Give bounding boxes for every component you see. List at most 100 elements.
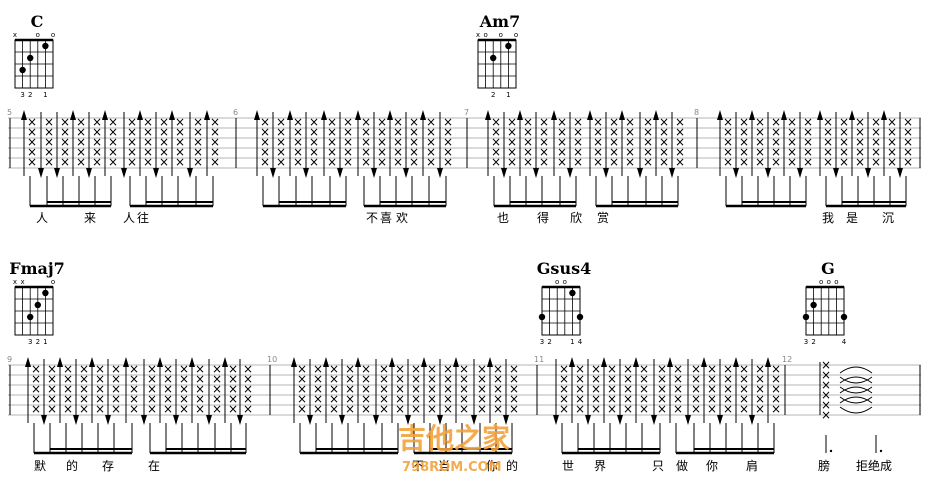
arrow-head-up (321, 110, 327, 120)
dead-note-mark: × (293, 135, 303, 149)
dead-note-mark: × (739, 372, 749, 386)
dead-note-mark: × (823, 115, 833, 129)
arrow-head-down (865, 168, 871, 178)
dead-note-mark: × (491, 155, 501, 169)
finger-number: 2 (28, 91, 32, 99)
dead-note-mark: × (63, 392, 73, 406)
dead-note-mark: × (507, 115, 517, 129)
dead-note-mark: × (411, 382, 421, 396)
dead-note-mark: × (523, 155, 533, 169)
lyric-word: 欢 (396, 210, 408, 225)
finger-number: 1 (506, 91, 510, 99)
arrow-head-down (585, 415, 591, 425)
dead-note-mark: × (673, 372, 683, 386)
dead-note-mark: × (643, 135, 653, 149)
dead-note-mark: × (691, 372, 701, 386)
dead-note-mark: × (393, 115, 403, 129)
dead-note-mark: × (228, 362, 238, 376)
dead-note-mark: × (803, 125, 813, 139)
dead-note-mark: × (345, 392, 355, 406)
dead-note-mark: × (673, 402, 683, 416)
dead-note-mark: × (625, 145, 635, 159)
dead-note-mark: × (409, 135, 419, 149)
dead-note-mark: × (591, 402, 601, 416)
dead-note-mark: × (276, 145, 286, 159)
arrow-head-up (287, 110, 293, 120)
dead-note-mark: × (393, 145, 403, 159)
dead-note-mark: × (887, 115, 897, 129)
dot (879, 449, 883, 453)
arrow-head-down (797, 168, 803, 178)
dead-note-mark: × (739, 402, 749, 416)
dead-note-mark: × (243, 372, 253, 386)
dead-note-mark: × (195, 402, 205, 416)
dead-note-mark: × (739, 382, 749, 396)
arrow-head-down (617, 415, 623, 425)
dead-note-mark: × (643, 125, 653, 139)
arrow-head-up (421, 357, 427, 367)
dead-note-mark: × (293, 145, 303, 159)
dead-note-mark: × (210, 145, 220, 159)
dead-note-mark: × (625, 135, 635, 149)
dead-note-mark: × (361, 362, 371, 376)
dead-note-mark: × (427, 362, 437, 376)
arrow-head-up (453, 357, 459, 367)
arrow-head-up (169, 110, 175, 120)
dead-note-mark: × (411, 402, 421, 416)
dead-note-mark: × (31, 382, 41, 396)
dead-note-mark: × (31, 392, 41, 406)
lyric-word: 来 (84, 211, 96, 225)
dead-note-mark: × (771, 382, 781, 396)
dead-note-mark: × (276, 125, 286, 139)
dead-note-mark: × (657, 382, 667, 396)
dead-note-mark: × (855, 135, 865, 149)
dead-note-mark: × (623, 392, 633, 406)
arrow-head-up (389, 357, 395, 367)
dead-note-mark: × (477, 402, 487, 416)
arrow-head-down (765, 168, 771, 178)
dead-note-mark: × (395, 362, 405, 376)
arrow-head-up (551, 110, 557, 120)
tie-arc (839, 366, 873, 374)
dead-note-mark: × (639, 382, 649, 396)
tie-arc (839, 396, 873, 404)
dead-note-mark: × (559, 392, 569, 406)
dead-note-mark: × (313, 362, 323, 376)
dead-note-mark: × (755, 145, 765, 159)
open-string-mark: o (834, 278, 838, 286)
finger-dot (34, 301, 41, 309)
dead-note-mark: × (426, 145, 436, 159)
dead-note-mark: × (739, 115, 749, 129)
measure-number: 8 (694, 108, 699, 117)
arrow-head-down (237, 415, 243, 425)
dead-note-mark: × (855, 115, 865, 129)
lyric-word: 你 (486, 459, 498, 473)
dead-note-mark: × (76, 145, 86, 159)
lyric-word: 默 (34, 458, 46, 473)
dead-note-mark: × (657, 392, 667, 406)
dead-note-mark: × (108, 135, 118, 149)
dead-note-mark: × (409, 115, 419, 129)
dead-note-mark: × (393, 155, 403, 169)
dead-note-mark: × (639, 402, 649, 416)
dead-note-mark: × (210, 115, 220, 129)
arrow-head-down (603, 168, 609, 178)
arrow-head-down (437, 415, 443, 425)
dead-note-mark: × (193, 125, 203, 139)
dead-note-mark: × (27, 135, 37, 149)
dead-note-mark: × (426, 135, 436, 149)
dead-note-mark: × (395, 372, 405, 386)
finger-number: 1 (43, 338, 47, 346)
dead-note-mark: × (147, 362, 157, 376)
arrow-head-up (817, 110, 823, 120)
dead-note-mark: × (839, 155, 849, 169)
arrow-head-up (849, 110, 855, 120)
dead-note-mark: × (823, 155, 833, 169)
arrow-head-down (717, 415, 723, 425)
dead-note-mark: × (707, 402, 717, 416)
dead-note-mark: × (228, 392, 238, 406)
dead-note-mark: × (163, 392, 173, 406)
dead-note-mark: × (210, 125, 220, 139)
